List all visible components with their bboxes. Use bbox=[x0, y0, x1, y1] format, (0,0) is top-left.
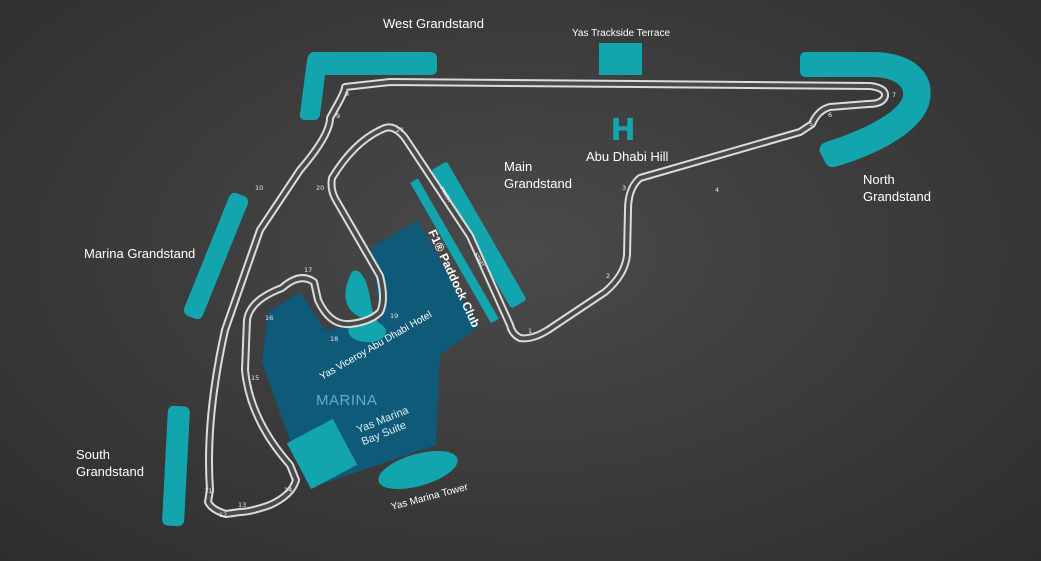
south-grandstand-label[interactable]: South Grandstand bbox=[76, 447, 144, 479]
turn-21: 21 bbox=[396, 126, 404, 134]
turn-6: 6 bbox=[828, 111, 832, 119]
main-grandstand-shape bbox=[432, 162, 526, 308]
turn-14: 14 bbox=[284, 486, 292, 494]
turn-4: 4 bbox=[715, 186, 719, 194]
turn-10: 10 bbox=[255, 184, 263, 192]
turn-9: 9 bbox=[336, 112, 340, 120]
trackside-terrace-shape bbox=[599, 43, 642, 75]
north-grandstand-shape bbox=[800, 52, 931, 168]
hotel-block bbox=[262, 220, 478, 488]
turn-5: 5 bbox=[809, 120, 813, 128]
turn-18: 18 bbox=[330, 335, 338, 343]
trackside-terrace-label[interactable]: Yas Trackside Terrace bbox=[572, 28, 671, 39]
west-grandstand-label[interactable]: West Grandstand bbox=[383, 16, 484, 31]
turn-11: 11 bbox=[204, 487, 212, 495]
main-grandstand-label[interactable]: Main Grandstand bbox=[504, 159, 572, 191]
turn-20: 20 bbox=[316, 184, 324, 192]
marina-grandstand-shape bbox=[183, 192, 249, 320]
turn-16: 16 bbox=[265, 314, 273, 322]
north-grandstand-label[interactable]: North Grandstand bbox=[863, 172, 931, 204]
west-grandstand-shape bbox=[299, 52, 437, 120]
turn-2: 2 bbox=[606, 272, 610, 280]
turn-3: 3 bbox=[622, 184, 626, 192]
hill-icon: H bbox=[610, 113, 635, 148]
turn-numbers: 1 2 3 4 5 6 7 8 9 10 11 12 13 14 15 16 1… bbox=[204, 90, 896, 519]
turn-12: 12 bbox=[219, 511, 227, 519]
bay-suite-block bbox=[286, 418, 358, 490]
turn-15: 15 bbox=[251, 374, 259, 382]
marina-tower-shape bbox=[378, 450, 458, 490]
turn-17: 17 bbox=[304, 266, 312, 274]
marina-label: MARINA bbox=[316, 392, 378, 409]
south-grandstand-shape bbox=[162, 405, 190, 527]
paddock-club-stand bbox=[410, 178, 499, 324]
turn-1: 1 bbox=[528, 327, 532, 335]
turn-13: 13 bbox=[238, 501, 246, 509]
turn-19: 19 bbox=[390, 312, 398, 320]
hill-label[interactable]: Abu Dhabi Hill bbox=[586, 149, 669, 164]
circuit-track bbox=[204, 78, 890, 518]
turn-7: 7 bbox=[892, 91, 896, 99]
turn-8: 8 bbox=[345, 90, 349, 98]
marina-grandstand-label[interactable]: Marina Grandstand bbox=[84, 246, 196, 261]
